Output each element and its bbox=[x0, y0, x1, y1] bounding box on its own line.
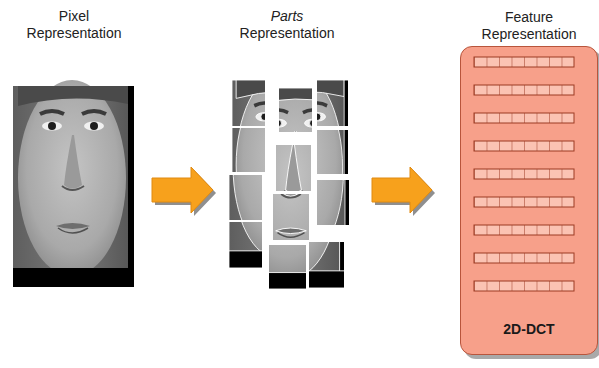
coefficient-grid bbox=[472, 55, 576, 295]
image-column: Parts Representation bbox=[222, 8, 352, 292]
arrow-body bbox=[372, 167, 432, 213]
box-label: 2D-DCT bbox=[503, 321, 554, 338]
arrow-body bbox=[152, 167, 213, 213]
column-heading: Pixel Representation bbox=[18, 8, 130, 42]
image-column: Pixel Representation bbox=[10, 6, 138, 291]
face-parts bbox=[229, 74, 350, 289]
text-slot: 2D-DCT bbox=[461, 320, 597, 338]
text-slot: Feature Representation bbox=[461, 9, 597, 43]
flow-arrow bbox=[152, 167, 216, 216]
column-heading: Parts Representation bbox=[231, 8, 343, 42]
column-heading: Feature Representation bbox=[473, 9, 585, 43]
flow-arrow bbox=[372, 167, 435, 216]
text-slot: Parts Representation bbox=[222, 8, 352, 42]
face-photo bbox=[13, 80, 134, 287]
feature-box: Feature Representation2D-DCT bbox=[460, 46, 598, 355]
text-slot: Pixel Representation bbox=[10, 8, 138, 42]
